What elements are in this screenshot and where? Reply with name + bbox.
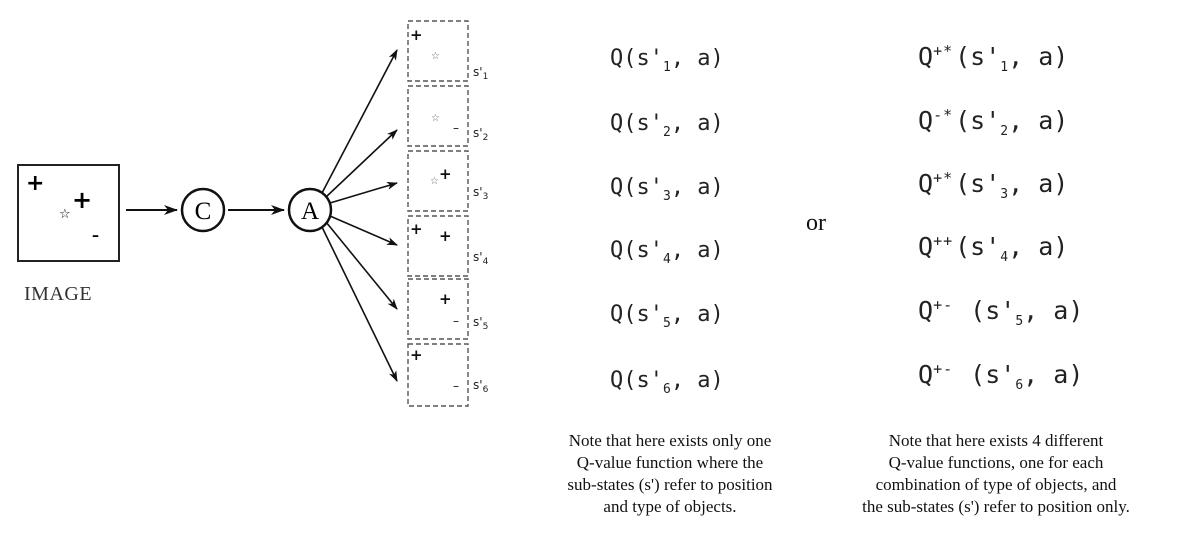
substate-label-3: s'3 bbox=[473, 185, 488, 202]
note-single-function: Note that here exists only one Q-value f… bbox=[520, 430, 820, 518]
q-multi-3: Q+*(s'3, a) bbox=[918, 169, 1069, 202]
note-left-line-3: sub-states (s') refer to position bbox=[567, 475, 773, 494]
s1-plus: + bbox=[410, 26, 423, 44]
q-single-5: Q(s'5, a) bbox=[610, 302, 724, 331]
node-c-label: C bbox=[195, 198, 212, 225]
s1-star: ☆ bbox=[431, 51, 440, 62]
s2-star: ☆ bbox=[431, 113, 440, 124]
substate-box-4 bbox=[407, 215, 469, 277]
substate-contents: + ☆ ☆ – ☆ + + + + – + – bbox=[410, 26, 459, 393]
arrow-to-s4 bbox=[329, 215, 398, 246]
substate-label-2: s'2 bbox=[473, 126, 488, 143]
q-single-6: Q(s'6, a) bbox=[610, 368, 724, 397]
q-multi-1: Q+*(s'1, a) bbox=[918, 42, 1069, 75]
s4-plus-center: + bbox=[439, 227, 452, 245]
s3-plus: + bbox=[439, 165, 452, 183]
node-a-label: A bbox=[301, 198, 319, 225]
s2-minus: – bbox=[453, 121, 459, 135]
fanout-arrows bbox=[321, 49, 398, 382]
q-single-1: Q(s'1, a) bbox=[610, 46, 724, 75]
note-right-line-3: combination of type of objects, and bbox=[875, 475, 1117, 494]
substate-box-1 bbox=[407, 20, 469, 82]
q-multi-2: Q-*(s'2, a) bbox=[918, 106, 1069, 139]
s4-plus-topleft: + bbox=[410, 220, 423, 238]
input-image: + + ☆ – bbox=[17, 164, 120, 262]
arrow-to-s5 bbox=[325, 221, 398, 310]
substate-labels: s'1 s'2 s'3 s'4 s'5 s'6 bbox=[473, 65, 489, 395]
s6-plus: + bbox=[410, 346, 423, 364]
q-single-4: Q(s'4, a) bbox=[610, 238, 724, 267]
substate-label-5: s'5 bbox=[473, 315, 488, 332]
substate-label-1: s'1 bbox=[473, 65, 488, 82]
s5-plus: + bbox=[439, 290, 452, 308]
image-label: IMAGE bbox=[24, 283, 93, 305]
arrow-to-s6 bbox=[321, 226, 398, 382]
q-single-3: Q(s'3, a) bbox=[610, 175, 724, 204]
image-plus-center: + bbox=[72, 186, 92, 214]
s6-minus: – bbox=[453, 379, 459, 393]
node-c: C bbox=[180, 187, 226, 233]
substate-label-4: s'4 bbox=[473, 250, 489, 267]
q-multi-6: Q+- (s'6, a) bbox=[918, 360, 1084, 393]
note-left-line-4: and type of objects. bbox=[603, 497, 737, 516]
image-minus: – bbox=[92, 228, 99, 244]
or-label: or bbox=[806, 210, 826, 236]
arrow-to-s3 bbox=[329, 182, 398, 204]
arrow-to-s2 bbox=[325, 129, 398, 198]
note-left-line-1: Note that here exists only one bbox=[568, 431, 772, 450]
s5-minus: – bbox=[453, 314, 459, 328]
note-right-line-4: the sub-states (s') refer to position on… bbox=[862, 497, 1130, 516]
image-star: ☆ bbox=[59, 207, 71, 222]
q-multi-4: Q++(s'4, a) bbox=[918, 232, 1069, 265]
s3-star: ☆ bbox=[430, 176, 439, 187]
substate-boxes bbox=[407, 20, 469, 407]
q-single-2: Q(s'2, a) bbox=[610, 111, 724, 140]
note-right-line-2: Q-value functions, one for each bbox=[888, 453, 1104, 472]
q-multi-5: Q+- (s'5, a) bbox=[918, 296, 1084, 329]
substate-box-3 bbox=[407, 150, 469, 212]
substate-box-5 bbox=[407, 278, 469, 340]
substate-label-6: s'6 bbox=[473, 378, 489, 395]
substate-box-6 bbox=[407, 343, 469, 407]
note-multiple-functions: Note that here exists 4 different Q-valu… bbox=[846, 430, 1146, 518]
node-a: A bbox=[287, 187, 333, 233]
image-plus-topleft: + bbox=[26, 171, 44, 196]
note-right-line-1: Note that here exists 4 different bbox=[888, 431, 1104, 450]
note-left-line-2: Q-value function where the bbox=[576, 453, 764, 472]
arrow-to-s1 bbox=[321, 49, 398, 194]
substate-box-2 bbox=[407, 85, 469, 147]
